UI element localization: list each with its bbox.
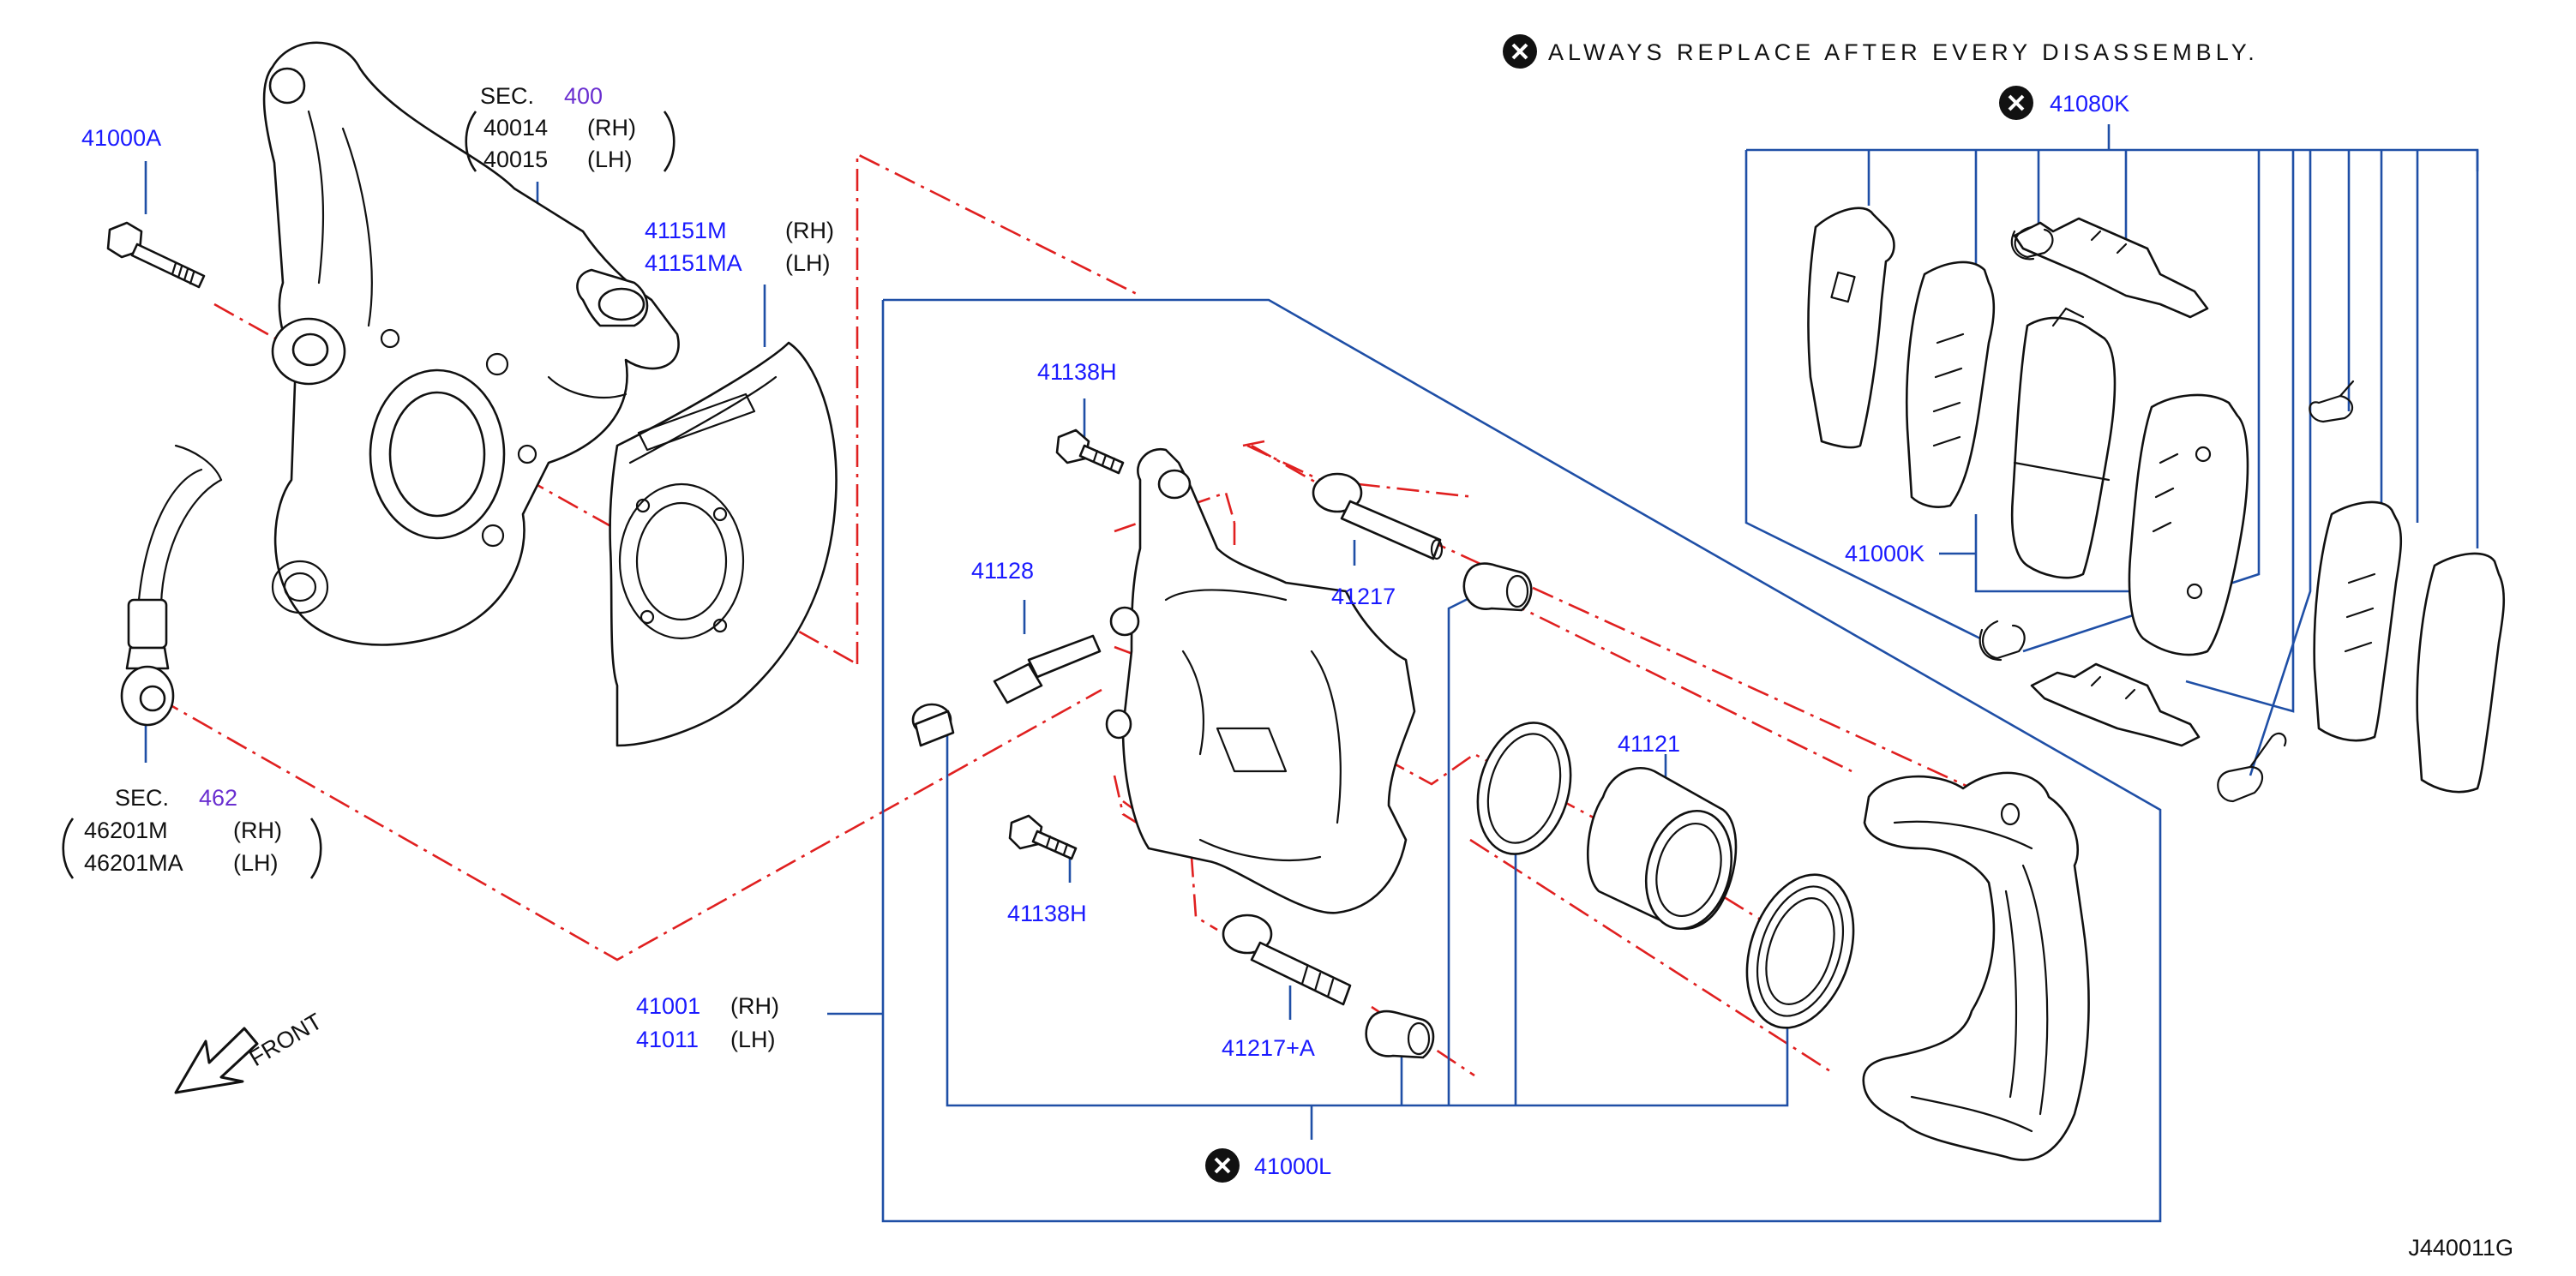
- wear-spring-right: [2309, 380, 2355, 423]
- piston-boot: [1745, 873, 1855, 1029]
- callout-baffle-rh-side: (RH): [785, 218, 834, 243]
- caliper-bracket: [1862, 771, 2090, 1161]
- callout-caliper-rh-side: (RH): [730, 993, 779, 1019]
- notice-text: ALWAYS REPLACE AFTER EVERY DISASSEMBLY.: [1548, 39, 2259, 65]
- knuckle-lh-part: 40015: [483, 147, 548, 172]
- knuckle-lh-side: (LH): [587, 147, 633, 172]
- front-label: FRONT: [245, 1009, 327, 1072]
- callout-baffle-lh-side: (LH): [785, 250, 831, 276]
- shim-outer-right: [1905, 261, 1996, 508]
- knuckle-sec-number: 400: [564, 83, 603, 109]
- steering-knuckle: [262, 41, 680, 646]
- callout-41138h-top: 41138H: [1037, 359, 1117, 385]
- notice: ALWAYS REPLACE AFTER EVERY DISASSEMBLY.: [1548, 39, 2259, 65]
- callout-41000a: 41000A: [81, 125, 161, 151]
- shim-right-1: [2313, 500, 2403, 742]
- hose-rh-part: 46201M: [84, 818, 168, 843]
- brake-hose: [120, 444, 223, 727]
- x-circle-icon: [1205, 1148, 1240, 1183]
- wear-spring-lower: [2217, 732, 2287, 803]
- hub-bolt: [106, 221, 206, 289]
- callout-caliper-lh: 41011: [636, 1027, 699, 1052]
- callout-41138h-bottom: 41138H: [1007, 901, 1087, 926]
- pad-wear-clip-bottom: [1979, 620, 2026, 662]
- callout-41000k: 41000K: [1845, 541, 1924, 566]
- callout-41217: 41217: [1331, 584, 1396, 609]
- pin-bolt-bottom: [1008, 814, 1078, 860]
- caliper-body: [1105, 447, 1416, 914]
- callout-41128: 41128: [971, 558, 1034, 584]
- knuckle-rh-side: (RH): [587, 115, 636, 141]
- x-circle-icon: [1503, 34, 1537, 69]
- hose-sec-number: 462: [199, 785, 237, 811]
- diagram-code: J440011G: [2408, 1235, 2513, 1261]
- piston-seal: [1476, 722, 1572, 855]
- guide-pin-a: [1222, 914, 1352, 1006]
- callout-baffle-lh: 41151MA: [645, 250, 742, 276]
- baffle-plate: [609, 341, 838, 747]
- pad-wear-clip-top: [2010, 225, 2054, 261]
- brake-pad-outer: [2010, 307, 2117, 579]
- callout-baffle-rh: 41151M: [645, 218, 727, 243]
- shim-right-2: [2416, 552, 2506, 794]
- bleeder-screw: [911, 634, 1102, 747]
- front-arrow-icon: [174, 1027, 259, 1094]
- guide-pin: [1312, 472, 1444, 560]
- hose-lh-side: (LH): [233, 850, 279, 876]
- callout-41080k: 41080K: [2050, 91, 2129, 117]
- anti-rattle-clip-bottom: [2030, 662, 2201, 747]
- callout-caliper-lh-side: (LH): [730, 1027, 776, 1052]
- shim-outer-left: [1807, 207, 1895, 449]
- knuckle-sec-label: SEC.: [480, 83, 534, 109]
- piston: [1586, 767, 1738, 931]
- callout-41121: 41121: [1618, 731, 1680, 757]
- x-circle-icon: [1999, 86, 2033, 120]
- pin-boot-bottom: [1365, 1009, 1435, 1059]
- knuckle-rh-part: 40014: [483, 115, 548, 141]
- callout-41217a: 41217+A: [1222, 1035, 1315, 1061]
- hose-sec-label: SEC.: [115, 785, 169, 811]
- hose-lh-part: 46201MA: [84, 850, 183, 876]
- pin-boot-top: [1462, 562, 1533, 612]
- hose-rh-side: (RH): [233, 818, 282, 843]
- anti-rattle-clip-top: [2013, 217, 2209, 319]
- pin-bolt-top: [1055, 428, 1125, 475]
- callout-caliper-rh: 41001: [636, 993, 700, 1019]
- leader-lines: [144, 124, 2479, 1223]
- reference-brackets: [62, 111, 676, 879]
- callout-41000l: 41000L: [1254, 1153, 1331, 1179]
- brake-pad-inner: [2128, 393, 2249, 656]
